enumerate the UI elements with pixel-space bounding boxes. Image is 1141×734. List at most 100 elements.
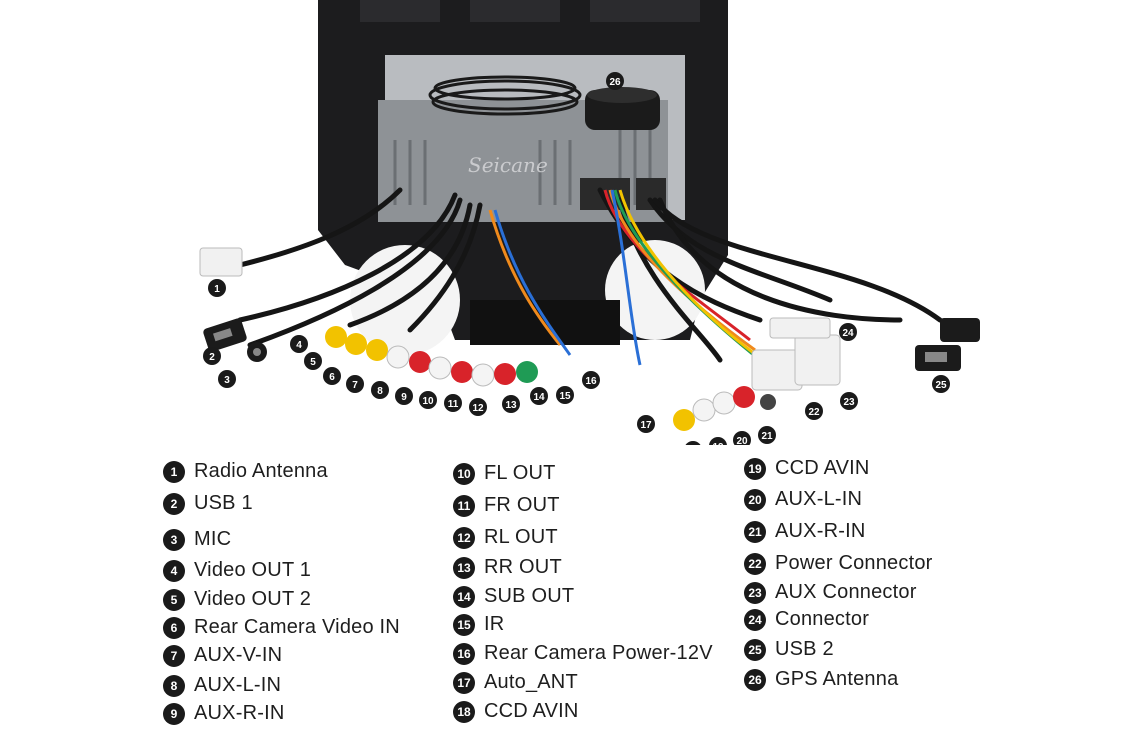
svg-text:15: 15 xyxy=(559,391,571,402)
marker-2: 2 xyxy=(203,347,221,365)
marker-13: 13 xyxy=(502,395,520,413)
callout-label: AUX-R-IN xyxy=(194,702,285,724)
callout-number: 18 xyxy=(453,700,475,723)
legend-item: 7 AUX-V-IN xyxy=(163,644,282,667)
callout-number: 16 xyxy=(453,642,475,665)
gps-antenna-puck xyxy=(585,87,660,130)
marker-19: 19 xyxy=(709,437,727,445)
marker-10: 10 xyxy=(419,391,437,409)
svg-text:7: 7 xyxy=(352,380,358,391)
photo-callout-markers: 1 2 3 4 5 6 7 8 9 10 11 12 13 14 15 16 1… xyxy=(203,72,950,445)
svg-text:24: 24 xyxy=(842,328,854,339)
callout-label: Rear Camera Video IN xyxy=(194,616,400,638)
svg-text:3: 3 xyxy=(224,375,230,386)
svg-text:14: 14 xyxy=(533,392,545,403)
callout-label: FL OUT xyxy=(484,462,556,484)
svg-text:25: 25 xyxy=(935,380,947,391)
marker-6: 6 xyxy=(323,367,341,385)
legend-item: 13 RR OUT xyxy=(453,556,562,579)
marker-15: 15 xyxy=(556,386,574,404)
callout-number: 13 xyxy=(453,556,475,579)
svg-text:17: 17 xyxy=(640,420,652,431)
callout-number: 22 xyxy=(744,552,766,575)
marker-11: 11 xyxy=(444,394,462,412)
callout-number: 10 xyxy=(453,462,475,485)
marker-5: 5 xyxy=(304,352,322,370)
svg-text:11: 11 xyxy=(448,399,459,410)
callout-label: USB 1 xyxy=(194,492,253,514)
marker-17: 17 xyxy=(637,415,655,433)
legend-item: 16 Rear Camera Power-12V xyxy=(453,642,713,665)
callout-number: 1 xyxy=(163,460,185,483)
callout-label: Connector xyxy=(775,608,870,630)
marker-25: 25 xyxy=(932,375,950,393)
callout-label: MIC xyxy=(194,528,232,550)
svg-text:12: 12 xyxy=(472,403,484,414)
marker-21: 21 xyxy=(758,426,776,444)
callout-label: Power Connector xyxy=(775,552,933,574)
callout-number: 4 xyxy=(163,559,185,582)
marker-22: 22 xyxy=(805,402,823,420)
legend-item: 11 FR OUT xyxy=(453,494,560,517)
callout-label: IR xyxy=(484,613,505,635)
callout-label: Rear Camera Power-12V xyxy=(484,642,713,664)
marker-8: 8 xyxy=(371,381,389,399)
callout-number: 24 xyxy=(744,608,766,631)
svg-text:9: 9 xyxy=(401,392,407,403)
callout-label: Auto_ANT xyxy=(484,671,578,693)
marker-16: 16 xyxy=(582,371,600,389)
radio-antenna-plug xyxy=(199,247,243,277)
callout-label: RR OUT xyxy=(484,556,562,578)
marker-26: 26 xyxy=(606,72,624,90)
svg-text:10: 10 xyxy=(422,396,434,407)
rca-plugs-right xyxy=(673,386,776,431)
callout-number: 21 xyxy=(744,520,766,543)
rca-plugs-left xyxy=(325,326,538,387)
callout-number: 20 xyxy=(744,488,766,511)
marker-18: 18 xyxy=(685,441,701,445)
svg-text:5: 5 xyxy=(310,357,316,368)
callout-number: 7 xyxy=(163,644,185,667)
legend-item: 10 FL OUT xyxy=(453,462,556,485)
callout-label: AUX-V-IN xyxy=(194,644,283,666)
legend-item: 2 USB 1 xyxy=(163,492,253,515)
callout-label: Video OUT 1 xyxy=(194,559,312,581)
marker-1: 1 xyxy=(208,279,226,297)
marker-4: 4 xyxy=(290,335,308,353)
marker-23: 23 xyxy=(840,392,858,410)
callout-number: 17 xyxy=(453,671,475,694)
svg-text:19: 19 xyxy=(712,442,724,445)
callout-label: CCD AVIN xyxy=(775,457,870,479)
svg-text:1: 1 xyxy=(214,284,220,295)
callout-label: USB 2 xyxy=(775,638,834,660)
callout-number: 11 xyxy=(453,494,475,517)
svg-text:26: 26 xyxy=(609,77,621,88)
marker-7: 7 xyxy=(346,375,364,393)
callout-label: AUX-L-IN xyxy=(775,488,863,510)
callout-number: 5 xyxy=(163,588,185,611)
marker-9: 9 xyxy=(395,387,413,405)
callout-number: 12 xyxy=(453,526,475,549)
callout-number: 2 xyxy=(163,492,185,515)
callout-label: AUX-L-IN xyxy=(194,674,282,696)
usb1-plug xyxy=(203,318,247,352)
svg-text:8: 8 xyxy=(377,386,383,397)
callout-label: SUB OUT xyxy=(484,585,575,607)
marker-12: 12 xyxy=(469,398,487,416)
marker-3: 3 xyxy=(218,370,236,388)
callout-label: FR OUT xyxy=(484,494,560,516)
svg-text:16: 16 xyxy=(585,376,597,387)
